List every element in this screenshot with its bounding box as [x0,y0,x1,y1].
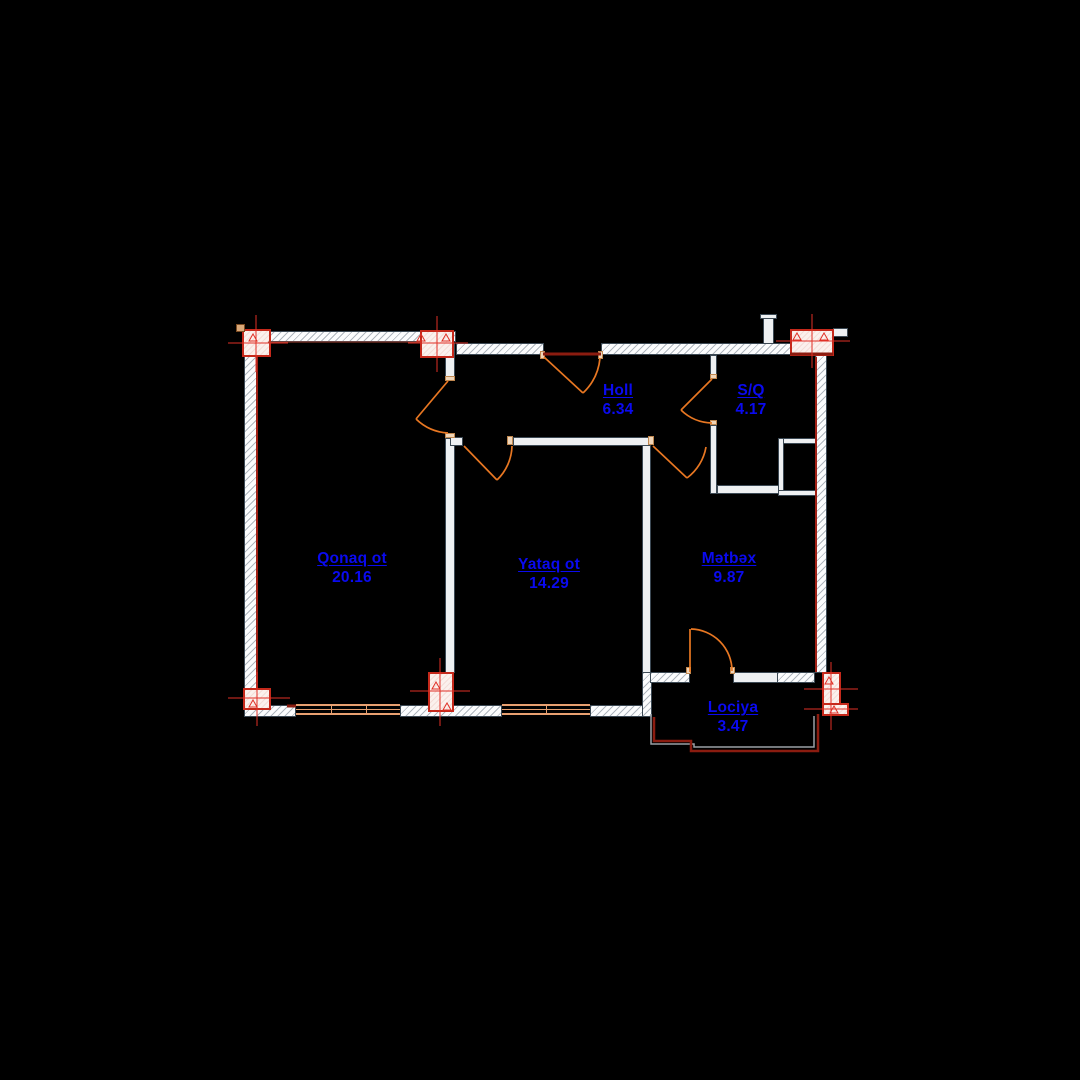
shaft-wall-left [778,438,784,496]
kitchen-door-jamb-left [648,436,654,445]
column-centerlines [228,314,858,730]
loggia-window-band [733,672,778,683]
room-area: 3.47 [717,718,749,735]
exterior-wall-top-mid-segment [456,343,544,355]
wall-living-bedroom [445,438,455,673]
exterior-wall-top-right-segment [601,343,833,355]
wall-bathroom-bottom [717,485,784,494]
room-label-loggia: Lociya 3.47 [708,698,758,736]
door-living-room [415,380,449,434]
room-name: Mətbəx [701,550,757,567]
room-label-bathroom: S/Q 4.17 [736,381,767,419]
door-entrance [543,356,601,394]
top-right-stub [833,328,848,337]
exterior-wall-right [815,355,827,673]
wall-bedroom-kitchen [642,445,651,673]
room-area: 6.34 [602,401,634,418]
living-door-jamb-bottom [445,433,455,438]
column-top-middle [420,330,454,358]
column-top-left [242,329,271,357]
door-bathroom [680,378,713,424]
room-label-hall: Holl 6.34 [603,381,634,419]
wall-bedroom-door-jamb [450,437,463,446]
room-label-kitchen: Mətbəx 9.87 [702,549,757,587]
room-name: Lociya [707,699,759,716]
exterior-wall-bottom-segment-3 [590,705,652,717]
window-mullion [365,706,367,713]
loggia-door-jamb-right [730,667,735,674]
wall-loggia-top-right [777,672,815,683]
room-name: Qonaq ot [317,550,387,567]
wall-loggia-top-left [650,672,690,683]
room-area: 20.16 [332,569,372,586]
entrance-door-jamb-right [598,351,603,359]
column-bottom-middle [428,672,454,712]
wall-hall-bathroom-lower [710,425,717,494]
room-name: Yataq ot [518,556,580,573]
loggia-door-jamb-left [686,667,691,674]
wall-bedroom-top [513,437,650,446]
entrance-door-jamb-left [540,351,545,359]
column-bottom-right-lower [822,703,849,716]
window-mullion [546,706,547,713]
bedroom-door-jamb-right [507,436,513,445]
bathroom-door-jamb-top [710,374,717,379]
room-area: 14.29 [529,575,569,592]
door-kitchen [652,445,707,479]
window-mullion [331,706,333,713]
window-bedroom [502,704,590,715]
room-label-living: Qonaq ot 20.16 [317,549,387,587]
room-label-bedroom: Yataq ot 14.29 [518,555,580,593]
top-wall-stub-cap [760,314,777,319]
window-living-room [296,704,400,715]
top-wall-stub [763,317,774,344]
room-name: Holl [602,382,634,399]
door-bedroom [463,445,513,481]
corner-marker-block [236,324,245,332]
column-top-right [790,329,834,356]
exterior-wall-left [244,331,258,711]
shaft-wall-bottom [778,490,816,496]
column-bottom-left [243,688,271,710]
living-door-jamb-top [445,376,455,381]
bathroom-door-jamb-bottom [710,420,717,425]
room-name: S/Q [737,382,765,399]
room-area: 4.17 [735,401,767,418]
column-bottom-right-upper [822,672,841,706]
room-area: 9.87 [713,569,745,586]
door-loggia [689,628,733,672]
